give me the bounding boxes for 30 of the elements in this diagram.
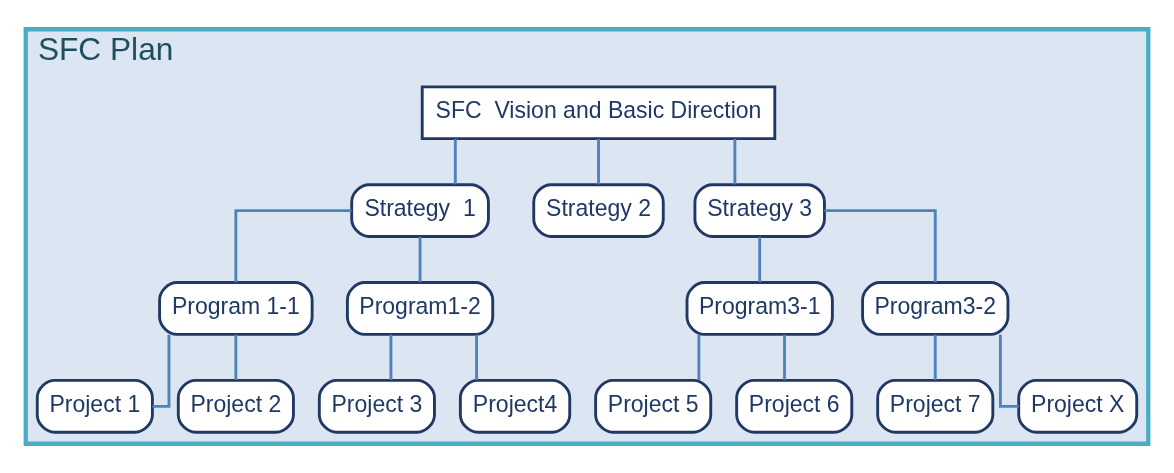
connector <box>418 236 422 283</box>
node-box: Program3-2 <box>861 281 1010 336</box>
node-box: Strategy 3 <box>693 183 826 238</box>
node-box: Project4 <box>458 378 572 434</box>
connector <box>389 334 393 380</box>
node-box: Project 1 <box>35 378 154 434</box>
connector <box>933 334 937 380</box>
node-box: Project 7 <box>876 378 995 434</box>
connector <box>597 138 600 185</box>
connector <box>234 209 352 283</box>
node-box: Project 2 <box>176 378 295 434</box>
connector <box>733 138 737 185</box>
connector <box>152 334 171 408</box>
node-box: Program 1-1 <box>158 281 314 336</box>
node-box: Program3-1 <box>685 281 834 336</box>
node-box: Strategy 2 <box>532 183 665 238</box>
connector <box>475 334 478 380</box>
node-box: Project 6 <box>735 378 854 434</box>
connector <box>234 334 238 380</box>
node-box: Project X <box>1017 378 1139 434</box>
connector <box>758 236 762 283</box>
node-box: Project 3 <box>317 378 436 434</box>
connector <box>824 209 937 283</box>
node-box: SFC Vision and Basic Direction <box>420 85 777 141</box>
node-box: Program1-2 <box>345 281 495 336</box>
connector <box>697 334 701 380</box>
connector <box>783 334 786 380</box>
node-box: Project 5 <box>594 378 713 434</box>
connector <box>453 138 457 185</box>
node-box: Strategy 1 <box>350 183 490 238</box>
